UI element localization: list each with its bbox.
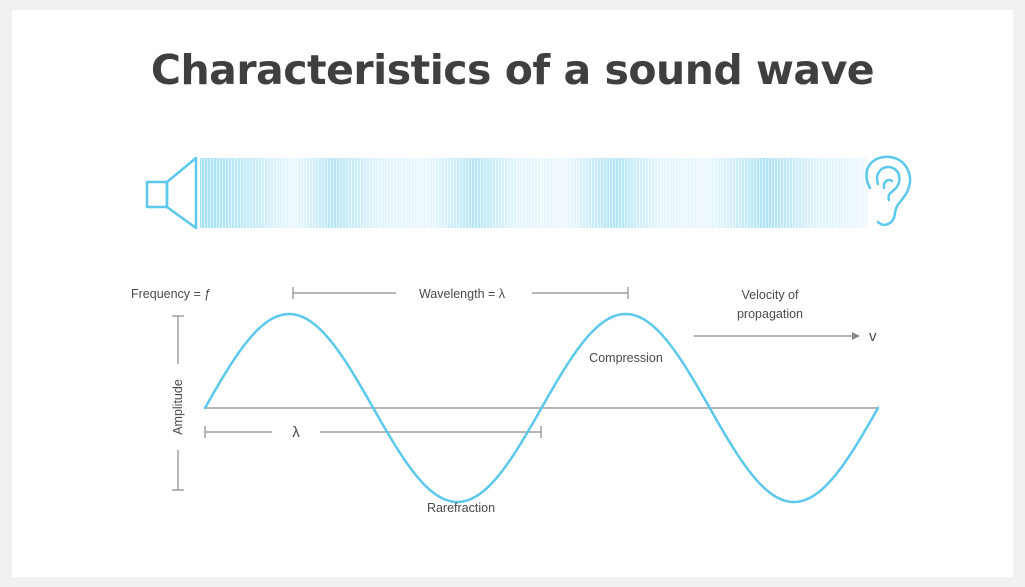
velocity-label-line1: Velocity of xyxy=(742,288,800,302)
wavelength-indicator xyxy=(292,287,629,299)
rarefraction-label: Rarefraction xyxy=(427,501,495,515)
diagram-card xyxy=(12,10,1013,577)
compression-label: Compression xyxy=(589,351,663,365)
lambda-label: λ xyxy=(292,424,300,441)
diagram-title: Characteristics of a sound wave xyxy=(150,46,875,94)
amplitude-label: Amplitude xyxy=(171,379,185,435)
lambda-indicator xyxy=(204,426,542,438)
wavelength-label: Wavelength = λ xyxy=(419,287,506,301)
velocity-label-line2: propagation xyxy=(737,307,803,321)
ear-icon xyxy=(865,155,912,226)
velocity-arrow xyxy=(694,332,860,340)
amplitude-indicator xyxy=(172,315,184,491)
sound-wave-band xyxy=(200,158,868,228)
velocity-symbol: v xyxy=(869,328,877,345)
frequency-label: Frequency = ƒ xyxy=(131,287,211,301)
sine-wave xyxy=(203,312,880,504)
speaker-icon xyxy=(145,156,198,230)
